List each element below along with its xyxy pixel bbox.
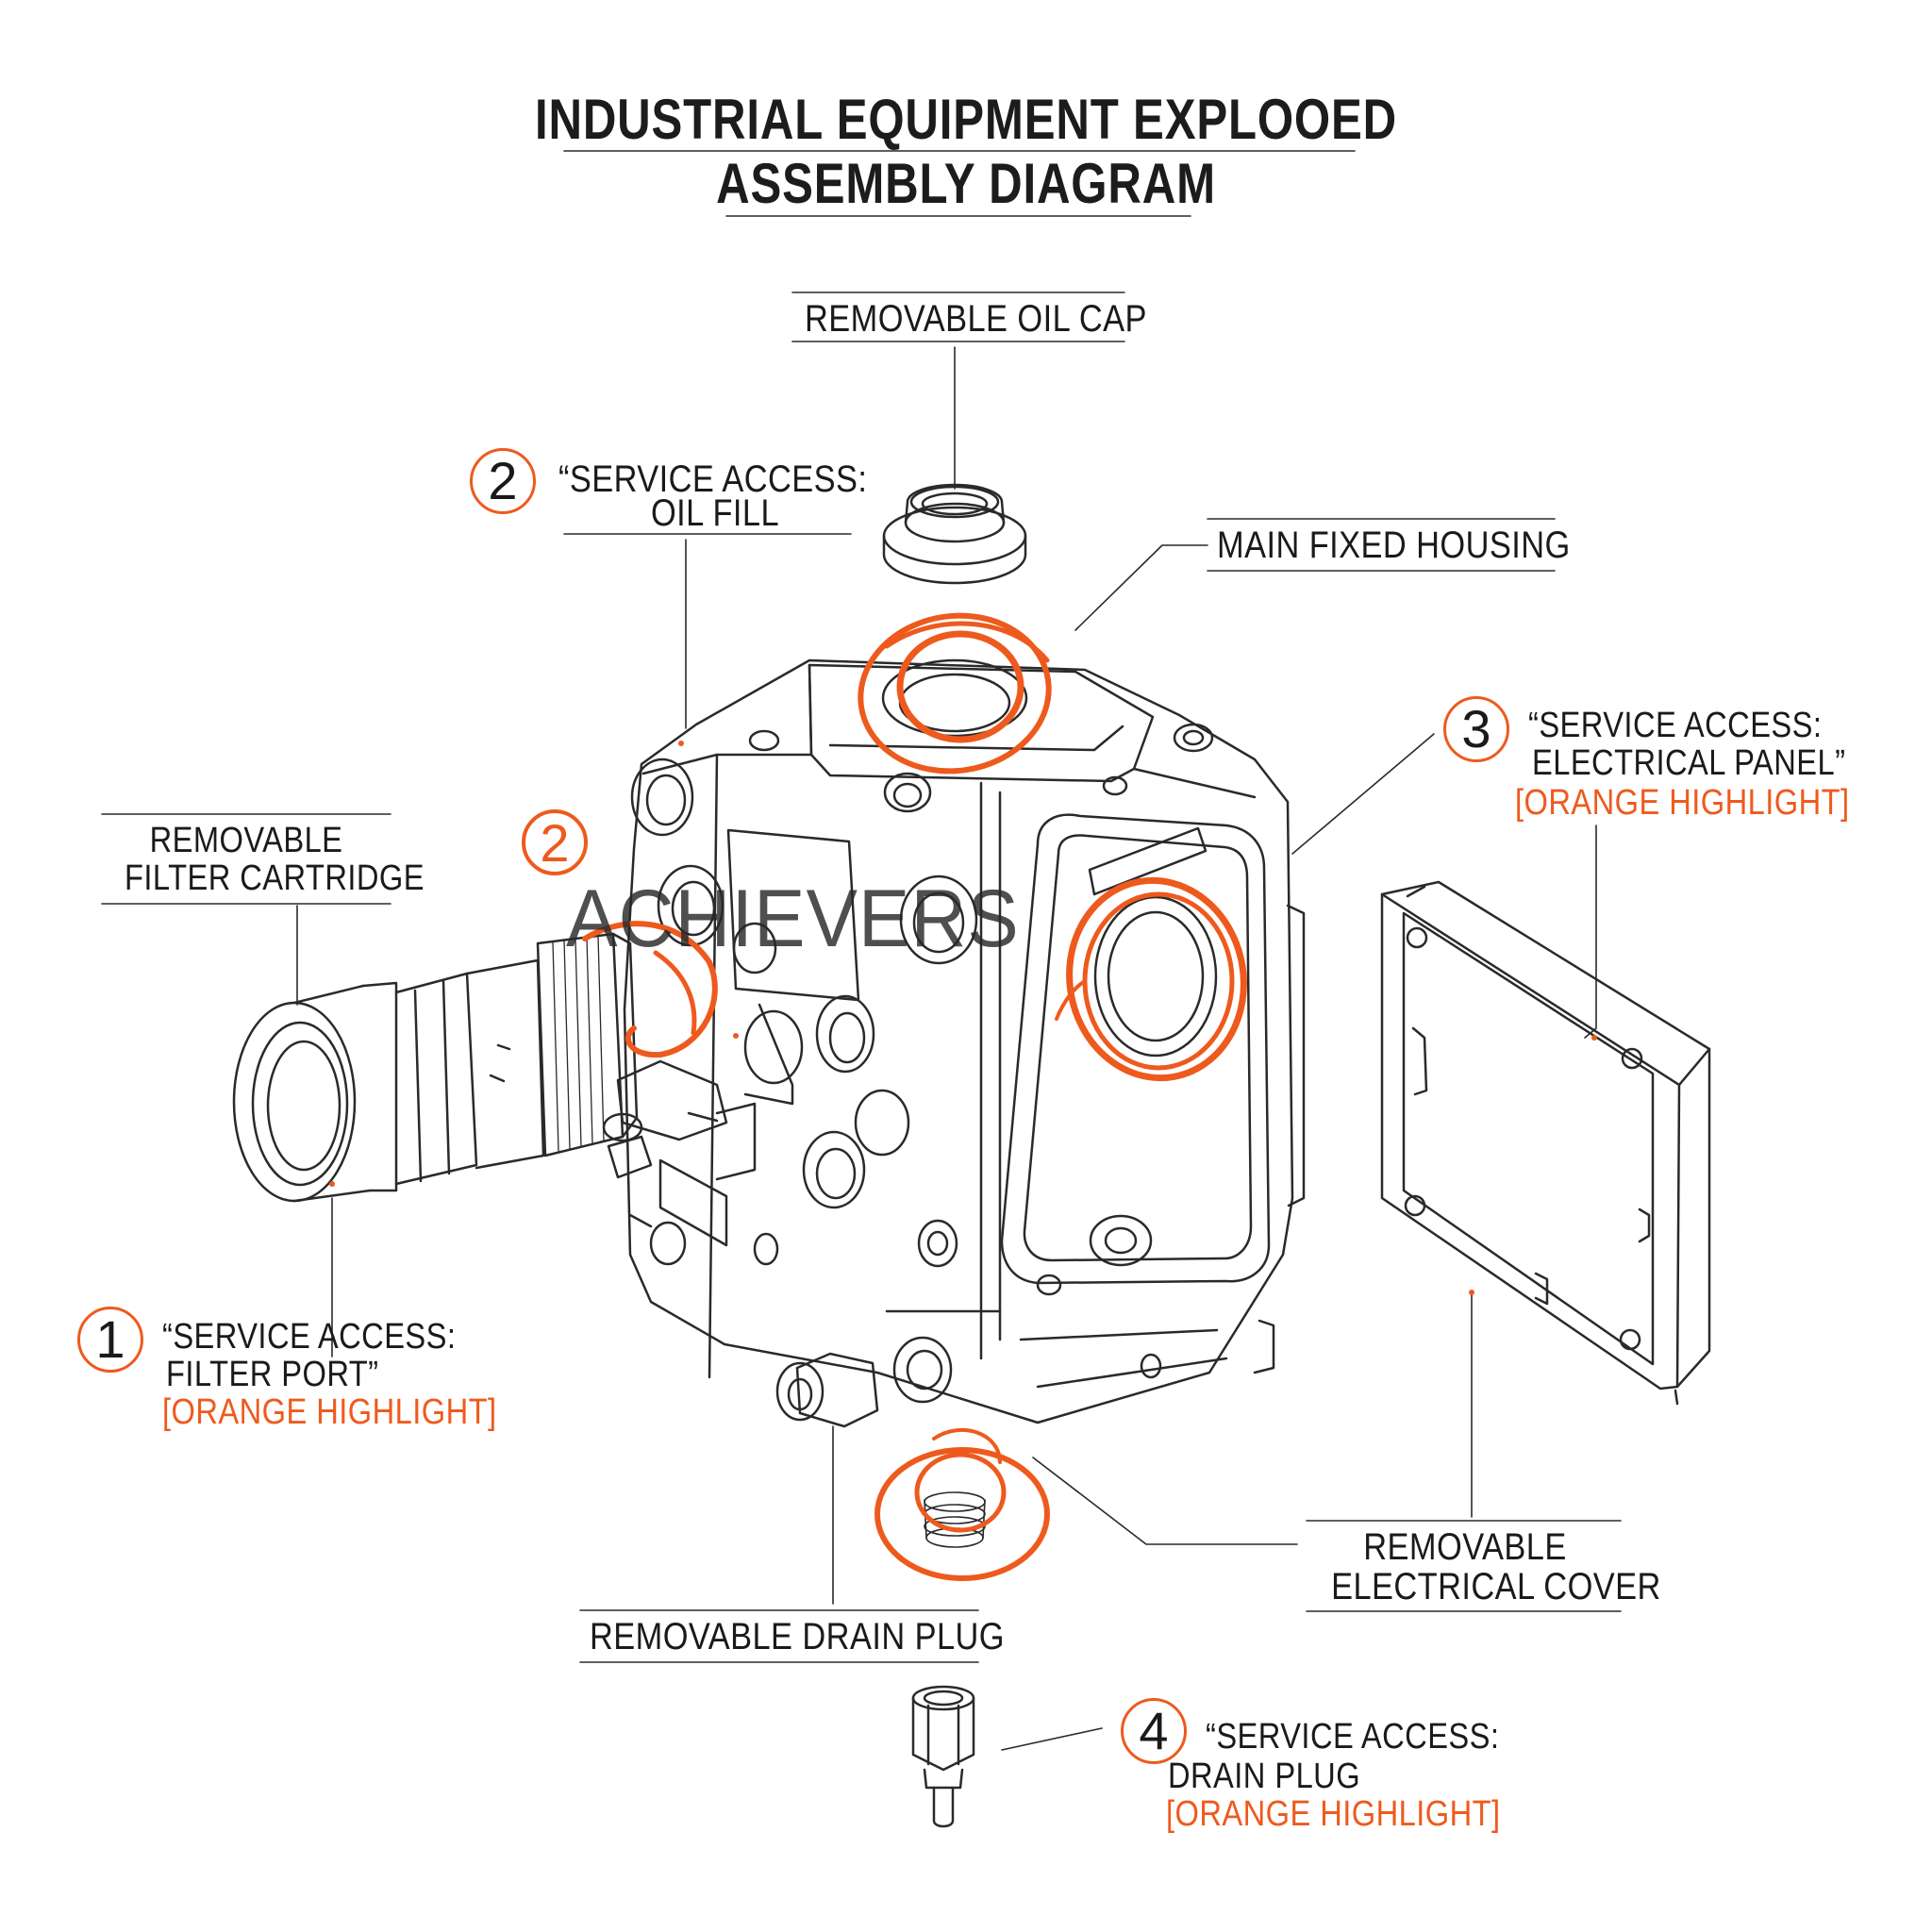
main-housing-part [623,658,1306,1424]
label-oil-cap: REMOVABLE OIL CAP [805,298,1147,340]
callout-number-4: 4 [1121,1698,1187,1764]
callout-number-2-oil-fill: 2 [470,448,536,514]
label-underlines [101,150,1622,1663]
side-fittings [602,1059,757,1228]
filter-cartridge-part [232,932,639,1203]
callout-filter-port-line-3: [ORANGE HIGHLIGHT] [162,1392,497,1432]
callout-electrical-panel-line-2: ELECTRICAL PANEL” [1532,743,1846,783]
watermark: ACHIEVERS [566,874,1020,964]
callout-drain-plug-line-3: [ORANGE HIGHLIGHT] [1166,1794,1501,1834]
label-electrical-cover-1: REMOVABLE [1363,1526,1567,1568]
callout-number-3: 3 [1443,696,1509,762]
diagram-title-line-1: INDUSTRIAL EQUIPMENT EXPLOOED [534,88,1398,151]
label-filter-cartridge-2: FILTER CARTRIDGE [125,858,425,898]
callout-filter-port-line-2: FILTER PORT” [166,1355,379,1394]
drain-plug-installed [775,1352,986,1548]
orange-highlights [329,612,1597,1581]
diagram-title-line-2: ASSEMBLY DIAGRAM [716,152,1216,215]
label-main-housing: MAIN FIXED HOUSING [1217,525,1571,566]
callout-number-2-filter-side: 2 [522,809,588,875]
callout-drain-plug-line-2: DRAIN PLUG [1168,1757,1361,1796]
leader-lines [296,346,1597,1751]
label-filter-cartridge-1: REMOVABLE [149,821,343,860]
label-electrical-cover-2: ELECTRICAL COVER [1331,1566,1661,1607]
oil-cap-part [882,483,1027,585]
electrical-cover-part [1380,880,1711,1406]
label-drain-plug: REMOVABLE DRAIN PLUG [590,1616,1005,1657]
callout-oil-fill-line-1: “SERVICE ACCESS: [558,458,868,500]
drain-plug-detached [911,1685,975,1828]
callout-electrical-panel-line-3: [ORANGE HIGHLIGHT] [1515,783,1850,823]
callout-oil-fill-line-2: OIL FILL [651,492,780,534]
callout-drain-plug-line-1: “SERVICE ACCESS: [1206,1717,1500,1757]
callout-number-1: 1 [77,1307,143,1373]
callout-filter-port-line-1: “SERVICE ACCESS: [162,1317,457,1357]
callout-electrical-panel-line-1: “SERVICE ACCESS: [1528,706,1823,745]
